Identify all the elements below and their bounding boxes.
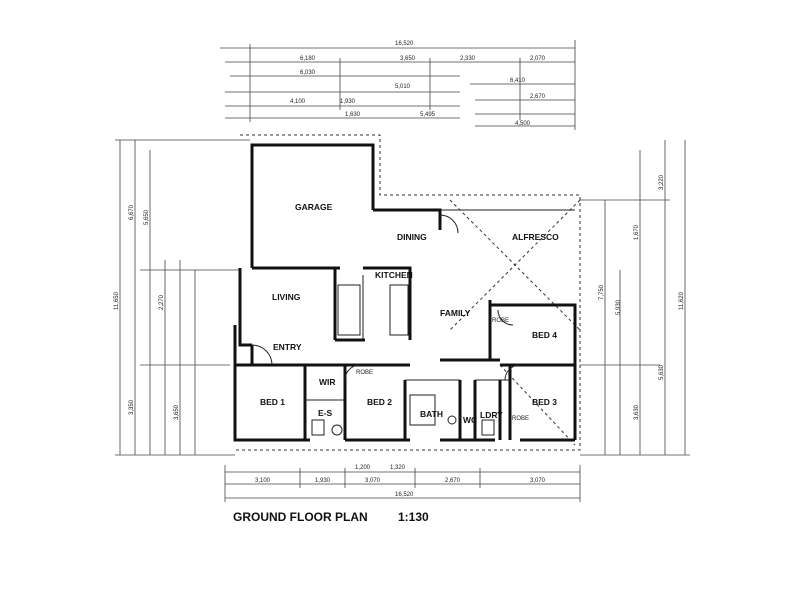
dim-bot-c: 3,070	[365, 478, 381, 484]
plan-title-block: GROUND FLOOR PLAN 1:130	[233, 510, 429, 524]
plan-scale: 1:130	[398, 510, 429, 524]
left-dimensions: 11,650 6,670 5,650 2,270 3,350 3,650	[114, 139, 250, 456]
dim-top-d: 5,010	[395, 84, 411, 90]
room-kitchen: KITCHEN	[375, 270, 413, 280]
dim-right-b: 7,750	[599, 284, 605, 300]
dim-top-l: 4,100	[290, 99, 306, 105]
room-robe-2: ROBE	[492, 318, 509, 324]
dim-left-e: 3,650	[174, 404, 180, 420]
dim-right-a: 3,220	[659, 174, 665, 190]
dim-left-b: 5,650	[144, 209, 150, 225]
dim-top-g: 6,410	[510, 78, 526, 84]
room-family: FAMILY	[440, 308, 471, 318]
dim-top-e: 2,330	[460, 56, 476, 62]
room-bed1: BED 1	[260, 397, 285, 407]
dim-top-c: 3,650	[400, 56, 416, 62]
dim-top-j: 1,930	[340, 99, 356, 105]
dim-bot-f: 1,200	[355, 465, 371, 471]
bottom-dimensions: 1,200 1,320 3,100 1,930 3,070 2,670 3,07…	[224, 465, 581, 502]
dim-bot-d: 2,670	[445, 478, 461, 484]
right-dimensions: 11,620 3,220 7,750 5,930 5,630 1,670 3,6…	[580, 140, 690, 456]
room-es: E-S	[318, 408, 333, 418]
plan-title: GROUND FLOOR PLAN	[233, 510, 368, 524]
dim-bot-overall: 16,520	[395, 492, 414, 498]
dim-top-k: 1,630	[345, 112, 361, 118]
top-dimensions: 16,520 6,180 3,650 2,330 2,070 6,030 5,0…	[220, 40, 576, 130]
dim-top-m: 5,495	[420, 112, 436, 118]
room-robe-1: ROBE	[356, 370, 373, 376]
dim-left-overall: 11,650	[114, 291, 120, 310]
dim-bot-e: 3,070	[530, 478, 546, 484]
dim-left-c: 2,270	[159, 294, 165, 310]
room-alfresco: ALFRESCO	[512, 232, 559, 242]
dim-top-h: 4,500	[515, 121, 531, 127]
dim-top-f: 2,070	[530, 56, 546, 62]
dim-right-d: 3,630	[634, 404, 640, 420]
room-bed4: BED 4	[532, 330, 557, 340]
room-robe-3: ROBE	[512, 416, 529, 422]
room-living: LIVING	[272, 292, 301, 302]
dim-bot-b: 1,930	[315, 478, 331, 484]
dim-left-a: 6,670	[129, 204, 135, 220]
room-garage: GARAGE	[295, 202, 333, 212]
dim-top-a: 6,180	[300, 56, 316, 62]
dim-right-e: 1,670	[634, 224, 640, 240]
dim-left-d: 3,350	[129, 399, 135, 415]
fixtures	[251, 214, 521, 436]
dim-right-overall: 11,620	[679, 291, 685, 310]
dim-right-f: 5,630	[659, 364, 665, 380]
room-ldry: LDRY	[480, 410, 503, 420]
room-entry: ENTRY	[273, 342, 302, 352]
room-dining: DINING	[397, 232, 427, 242]
room-bath: BATH	[420, 409, 443, 419]
roof-outline	[235, 134, 581, 451]
room-labels: GARAGE DINING ALFRESCO KITCHEN LIVING FA…	[260, 202, 559, 425]
dim-bot-g: 1,320	[390, 465, 406, 471]
dim-top-b: 6,030	[300, 70, 316, 76]
room-wc: WC	[463, 415, 477, 425]
dim-bot-a: 3,100	[255, 478, 271, 484]
room-wir: WIR	[319, 377, 336, 387]
room-bed3: BED 3	[532, 397, 557, 407]
dim-top-overall: 16,520	[395, 41, 414, 47]
room-bed2: BED 2	[367, 397, 392, 407]
dim-top-i: 2,670	[530, 94, 546, 100]
dim-right-c: 5,930	[616, 299, 622, 315]
walls	[233, 143, 577, 442]
